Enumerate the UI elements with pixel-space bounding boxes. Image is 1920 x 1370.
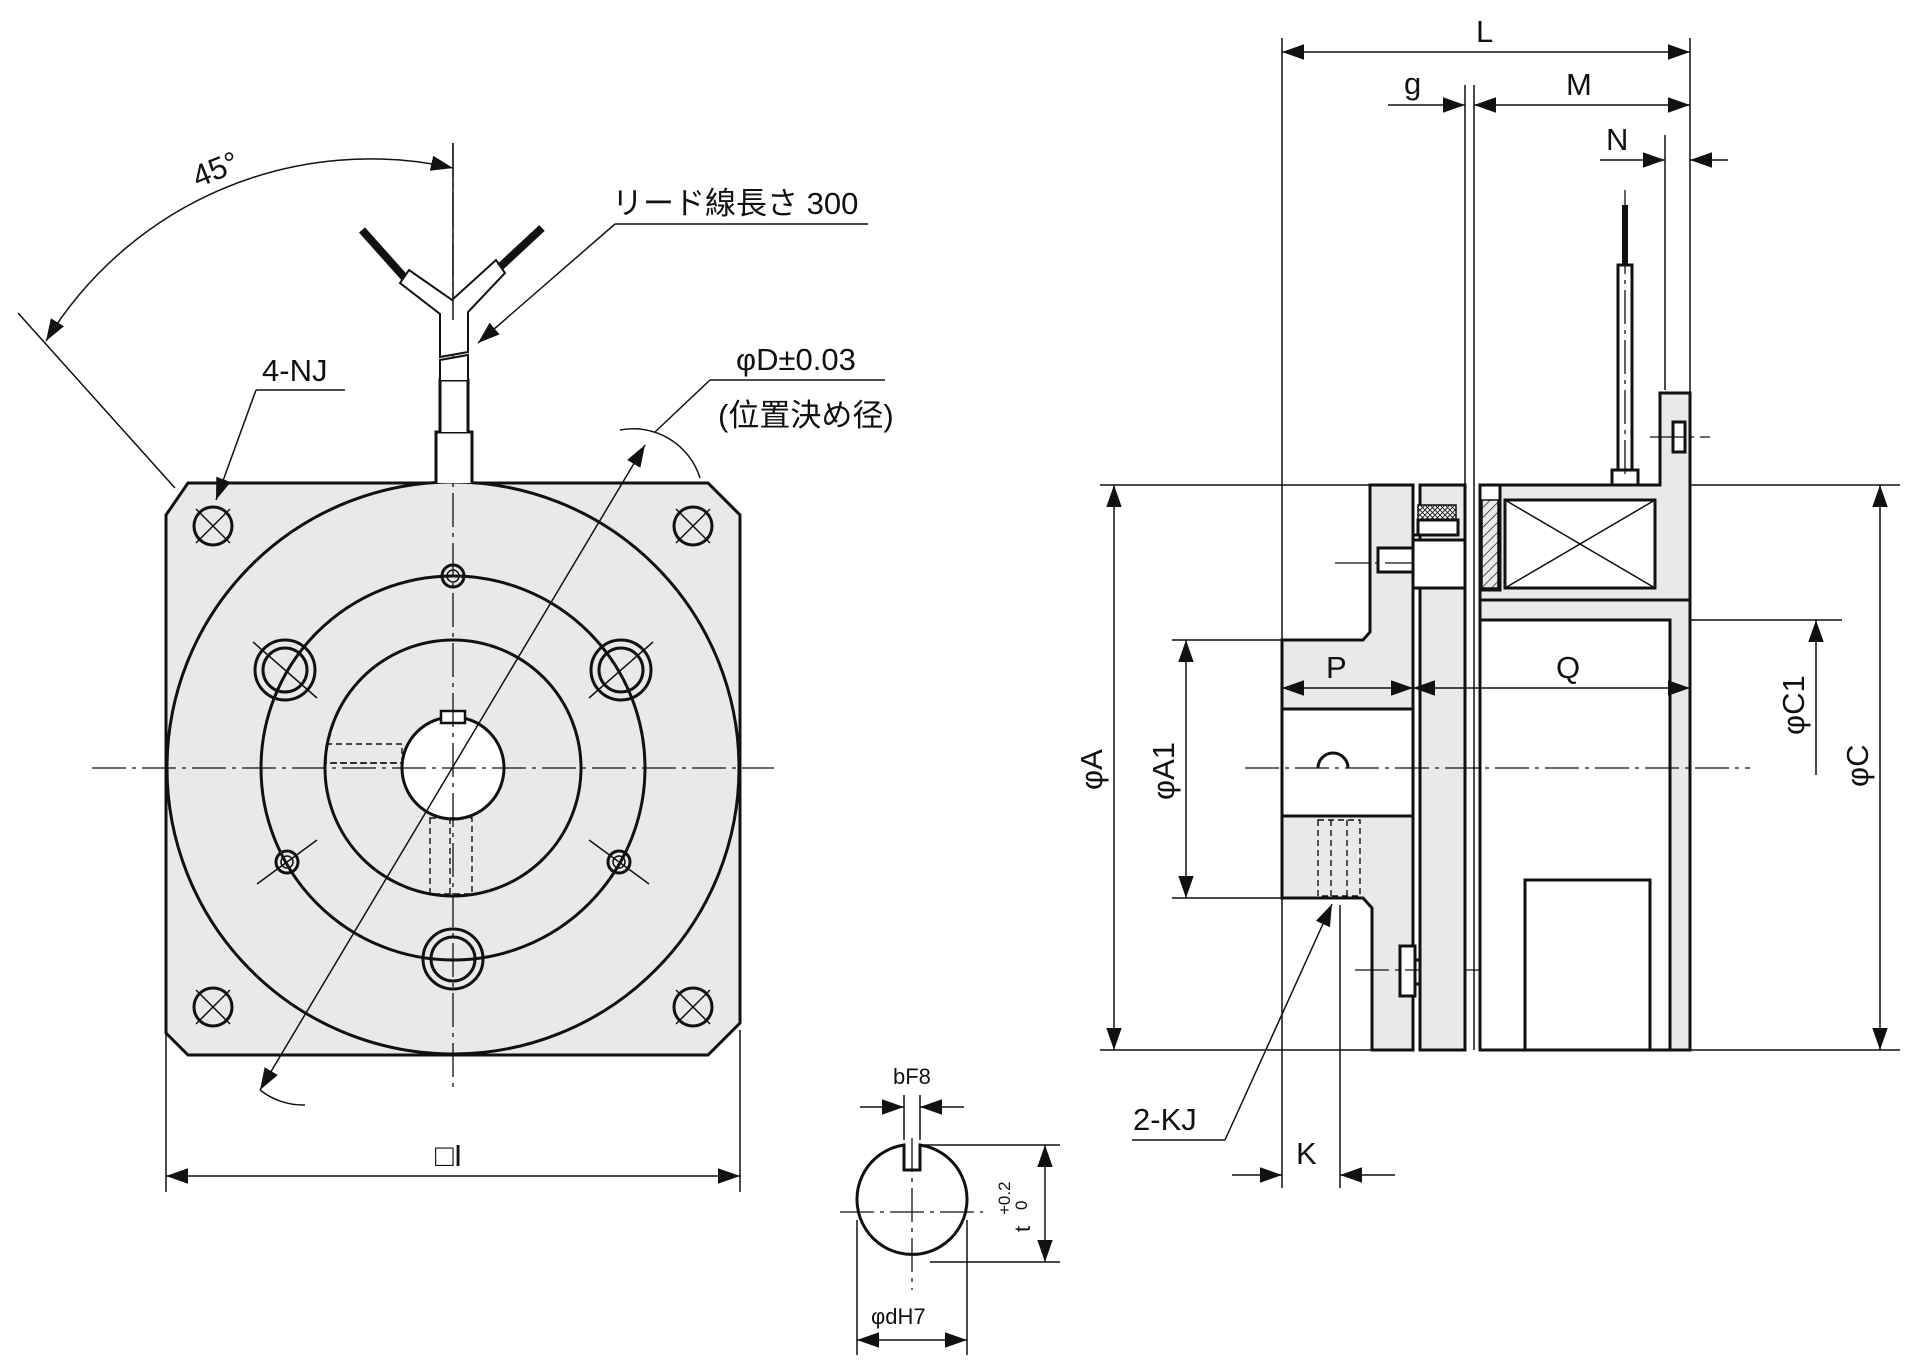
keyway-detail: bF8 t +0.2 0 φdH7 — [840, 1064, 1060, 1355]
dim-N-label: N — [1606, 122, 1628, 157]
dim-A1-label: φA1 — [1146, 742, 1181, 800]
keyway-tol-upper: +0.2 — [995, 1181, 1014, 1215]
keyway-width-label: bF8 — [893, 1064, 931, 1089]
dim-K-label: K — [1296, 1136, 1317, 1171]
dim-M-label: M — [1566, 67, 1592, 102]
angle-arc — [45, 155, 454, 342]
mount-hole — [192, 986, 234, 1028]
dim-L-label: L — [1476, 14, 1493, 49]
screws-label: 2-KJ — [1133, 1102, 1197, 1137]
dim-A-label: φA — [1074, 749, 1109, 790]
mount-hole — [192, 505, 234, 547]
dim-C-label: φC — [1840, 745, 1875, 788]
pilot-note-label: (位置決め径) — [718, 398, 894, 433]
dim-Q-label: Q — [1556, 650, 1580, 685]
mount-hole — [672, 986, 714, 1028]
dim-P-label: P — [1326, 650, 1347, 685]
front-view: 45° リード線長さ 300 4-NJ φD±0.03 (位置決め径) □I — [17, 143, 894, 1192]
keyway-depth-label: t — [1010, 1226, 1035, 1232]
dim-C1-label: φC1 — [1776, 675, 1811, 735]
keyway-tol-lower: 0 — [1012, 1201, 1031, 1210]
square-label: □I — [435, 1138, 462, 1173]
pilot-diameter-label: φD±0.03 — [736, 342, 856, 377]
lead-length-label: リード線長さ 300 — [612, 186, 858, 221]
dim-g-label: g — [1404, 66, 1421, 101]
lead-wire — [359, 225, 545, 483]
field-window — [1523, 878, 1652, 1052]
bore-label: φdH7 — [871, 1304, 926, 1329]
mount-hole — [672, 505, 714, 547]
pilot-diameter-line — [259, 444, 646, 1091]
mount-holes-label: 4-NJ — [262, 353, 327, 388]
side-view: L g M N P Q φA φA1 φC1 — [1074, 14, 1900, 1188]
angle-label: 45° — [187, 144, 244, 194]
